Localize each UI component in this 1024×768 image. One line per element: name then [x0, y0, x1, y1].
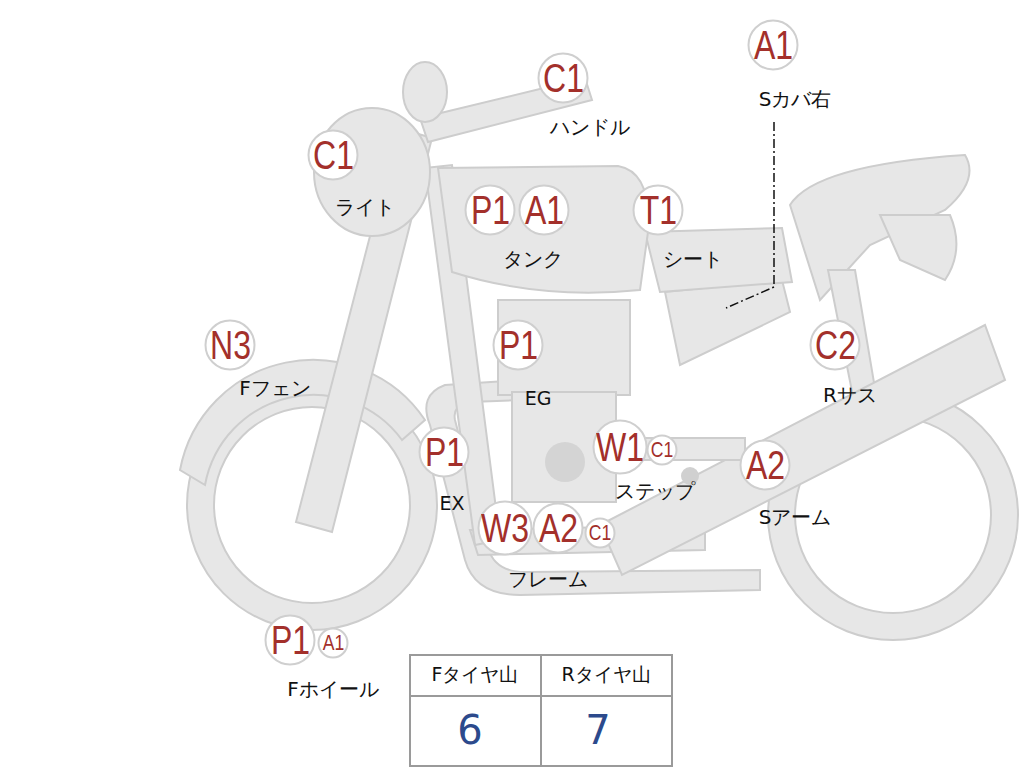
- callout-circle: C1: [584, 517, 616, 549]
- callout-code: W3: [481, 508, 529, 548]
- callout-code: A1: [753, 25, 792, 65]
- part-name: ステップ: [615, 480, 695, 502]
- callout-code: C1: [543, 58, 584, 98]
- callout-circle: A1: [518, 184, 570, 236]
- callout-code: A2: [538, 508, 577, 548]
- part-name: Fホイール: [287, 678, 379, 700]
- callout-circle: N3: [204, 319, 256, 371]
- part-name: Fフェン: [239, 377, 311, 399]
- leader-line: [726, 122, 774, 308]
- callout-code: A2: [745, 445, 784, 485]
- callout-code: C2: [815, 325, 856, 365]
- callout-circle: P1: [464, 184, 516, 236]
- callout-code: N3: [210, 325, 251, 365]
- table-value: 7: [585, 708, 610, 752]
- callout-code: P1: [470, 190, 509, 230]
- part-name: EX: [439, 493, 464, 514]
- callout-code: C1: [313, 135, 354, 175]
- callout-circle: A1: [317, 627, 349, 659]
- part-name: ハンドル: [550, 116, 630, 138]
- table-header: Rタイヤ山: [561, 664, 650, 685]
- callout-circle: A1: [747, 19, 799, 71]
- part-name: シート: [663, 248, 723, 270]
- callout-code: P1: [270, 620, 309, 660]
- callout-circle: P1: [264, 614, 316, 666]
- table-header: Fタイヤ山: [432, 664, 519, 685]
- part-name: フレーム: [508, 568, 588, 590]
- callout-code: W1: [596, 427, 644, 467]
- callout-circle: C2: [809, 319, 861, 371]
- callout-code: A1: [524, 190, 563, 230]
- callout-circle: P1: [418, 426, 470, 478]
- callout-circle: C1: [307, 129, 359, 181]
- part-name: タンク: [503, 248, 563, 270]
- callout-circle: A2: [532, 502, 584, 554]
- tire-table: [410, 655, 672, 766]
- callout-circle: W3: [477, 500, 533, 556]
- callout-code: P1: [424, 432, 463, 472]
- part-name: Sカバ右: [759, 88, 832, 110]
- callout-circle: A2: [739, 439, 791, 491]
- callout-code: P1: [498, 325, 537, 365]
- callout-circle: C1: [537, 52, 589, 104]
- callout-code: T1: [639, 190, 676, 230]
- callout-circle: T1: [632, 184, 684, 236]
- part-name: Sアーム: [759, 506, 832, 528]
- table-value: 6: [457, 708, 482, 752]
- part-name: Rサス: [823, 384, 877, 406]
- callout-code: C1: [651, 439, 674, 461]
- callout-circle: P1: [492, 319, 544, 371]
- callout-circle: C1: [646, 434, 678, 466]
- callout-circle: W1: [592, 419, 648, 475]
- part-name: ライト: [335, 196, 395, 218]
- callout-code: A1: [322, 632, 344, 654]
- part-name: EG: [525, 388, 552, 409]
- callout-code: C1: [589, 522, 612, 544]
